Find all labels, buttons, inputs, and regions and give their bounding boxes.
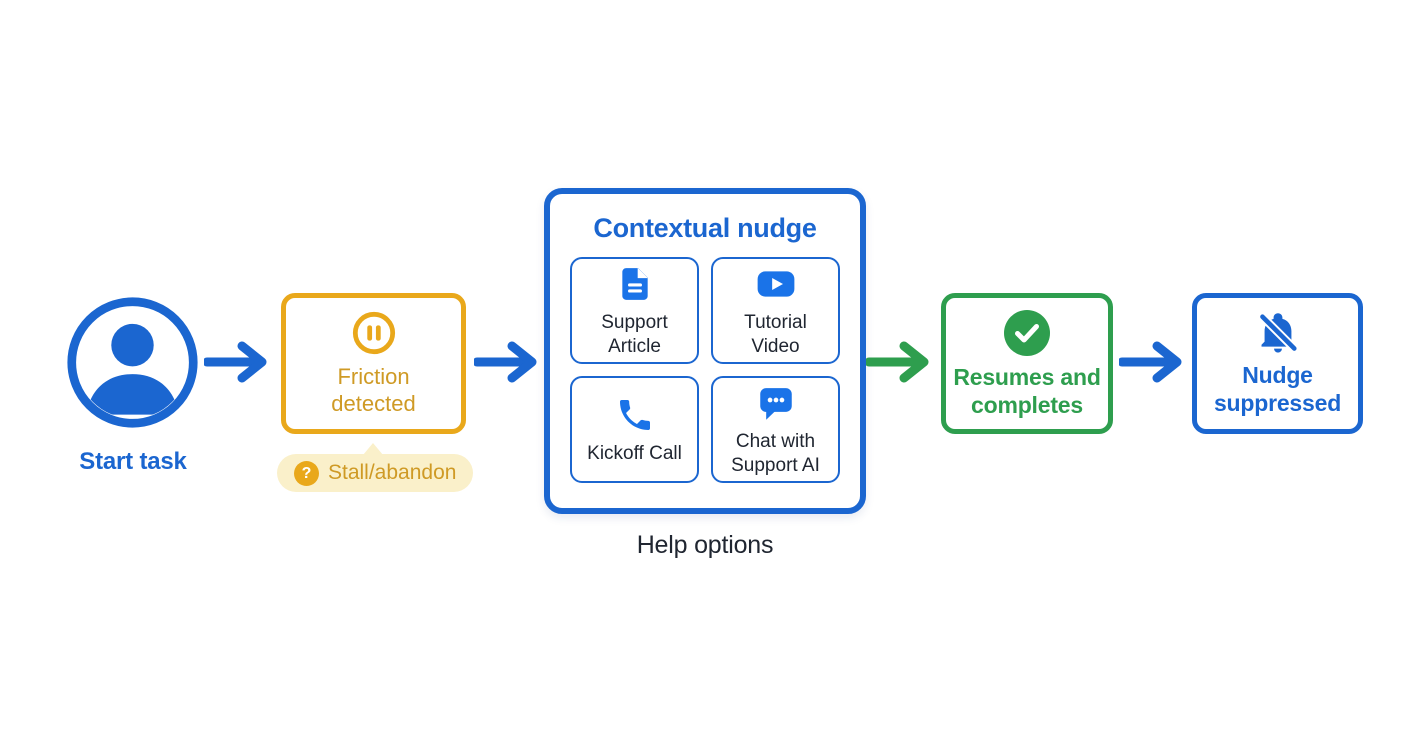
help-options-caption: Help options (636, 531, 774, 559)
check-circle-icon (1004, 309, 1050, 356)
pause-circle-icon (352, 311, 395, 355)
option-label: Chat with Support AI (731, 431, 820, 476)
chat-icon (755, 381, 797, 425)
nudge-suppressed-node: Nudge suppressed (1192, 293, 1363, 434)
stall-abandon-badge: ? Stall/abandon (277, 443, 474, 492)
arrow-resumes-to-suppressed (1119, 341, 1182, 383)
arrow-friction-to-nudge (474, 341, 537, 383)
nudge-suppressed-label: Nudge suppressed (1213, 362, 1342, 416)
option-card-kickoff-call: Kickoff Call (570, 376, 699, 483)
resumes-completes-node: Resumes and completes (941, 293, 1113, 434)
phone-icon (615, 393, 655, 437)
arrow-start-to-friction (204, 341, 267, 383)
friction-detected-node: Friction detected (281, 293, 466, 434)
person-icon (67, 297, 198, 428)
video-play-icon (753, 262, 799, 306)
option-card-chat-support-ai: Chat with Support AI (711, 376, 840, 483)
option-label: Tutorial Video (744, 312, 807, 357)
option-card-tutorial-video: Tutorial Video (711, 257, 840, 364)
friction-label: Friction detected (331, 364, 416, 416)
start-task-label: Start task (79, 448, 187, 475)
option-label: Kickoff Call (587, 443, 682, 464)
question-icon: ? (294, 460, 319, 486)
option-card-support-article: Support Article (570, 257, 699, 364)
stall-abandon-label: Stall/abandon (328, 461, 457, 484)
help-options-grid: Support Article Tutorial Video Kick (550, 257, 860, 483)
contextual-nudge-title: Contextual nudge (593, 213, 817, 243)
arrow-nudge-to-resumes (866, 341, 929, 383)
resumes-label: Resumes and completes (953, 363, 1101, 418)
option-label: Support Article (601, 312, 668, 357)
document-icon (616, 262, 654, 306)
bell-slash-icon (1258, 313, 1298, 353)
contextual-nudge-node: Contextual nudge Support Article (544, 188, 866, 514)
badge-tail (363, 443, 383, 455)
start-node (65, 295, 200, 430)
